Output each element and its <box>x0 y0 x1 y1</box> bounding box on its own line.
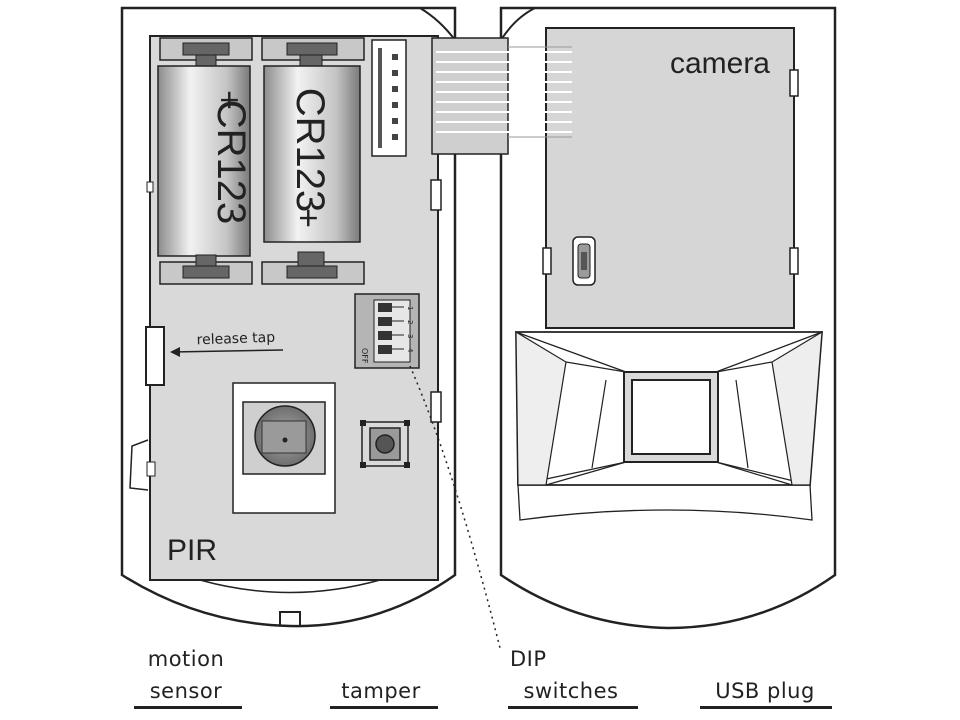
callout-dip-switches-line-1: DIP <box>510 647 547 671</box>
battery-1-polarity: + <box>210 90 248 110</box>
callout-tamper-line-1: tamper <box>341 679 421 703</box>
battery-2-polarity: + <box>289 208 327 228</box>
battery-1: CR123 + <box>157 65 253 257</box>
dip-marking-off: OFF <box>360 348 369 364</box>
housing-clip-left <box>129 439 149 491</box>
left-housing-bottom-notch <box>279 611 301 625</box>
right-unit: camera <box>499 6 837 630</box>
right-housing-bevel <box>500 7 536 41</box>
left-unit: CR123 + CR123 + <box>120 6 457 628</box>
board-side-tab-right-lower <box>430 391 442 423</box>
callout-usb-plug-underline <box>700 706 832 709</box>
release-tap <box>145 326 165 386</box>
release-tap-label: release tap <box>196 330 275 349</box>
pir-sensor <box>232 382 336 514</box>
usb-plug <box>572 236 596 286</box>
callout-motion-sensor-underline <box>134 706 242 709</box>
callout-tamper-underline <box>330 706 438 709</box>
tamper-switch <box>360 420 410 468</box>
release-tap-arrow-head <box>170 347 180 357</box>
callout-motion-sensor-line-1: motion <box>147 647 225 671</box>
callout-tamper: tamper <box>322 678 440 704</box>
board-side-tab-right-upper <box>430 179 442 211</box>
left-housing-bevel <box>419 7 456 41</box>
lens-housing <box>515 330 823 521</box>
camera-side-tab-lower-left <box>542 247 552 275</box>
dip-switch-block: OFF 1 2 3 4 <box>354 293 420 369</box>
dip-marking-2: 2 <box>406 320 414 324</box>
ribbon-cable <box>431 37 572 155</box>
battery-2-label: CR123 <box>288 88 332 213</box>
left-housing-inner-arc <box>199 579 381 594</box>
camera-side-tab-upper-right <box>789 69 799 97</box>
battery-2: CR123 + <box>263 65 361 243</box>
battery-1-label: CR123 <box>209 100 253 225</box>
callout-dip-switches-underline <box>508 706 638 709</box>
camera-lens <box>631 379 711 455</box>
camera-label: camera <box>670 47 770 80</box>
pir-label: PIR <box>167 534 217 567</box>
release-tap-arrow-line <box>171 349 284 353</box>
battery-clips-bottom <box>159 251 365 285</box>
battery-clips-top <box>159 37 365 68</box>
callout-motion-sensor: motion sensor <box>128 646 244 704</box>
dip-switches-leader <box>409 365 501 649</box>
dip-marking-3: 3 <box>406 334 414 338</box>
callout-dip-switches: DIP switches <box>496 646 646 704</box>
callout-dip-switches-line-2: switches <box>523 679 619 703</box>
dip-marking-4: 4 <box>406 348 414 353</box>
pin-header <box>371 39 407 157</box>
callout-usb-plug-line-1: USB plug <box>715 679 815 703</box>
camera-side-tab-lower-right <box>789 247 799 275</box>
callout-usb-plug: USB plug <box>692 678 838 704</box>
board-side-tab-left-upper <box>146 181 154 193</box>
callout-motion-sensor-line-2: sensor <box>149 679 223 703</box>
dip-marking-1: 1 <box>406 306 414 310</box>
